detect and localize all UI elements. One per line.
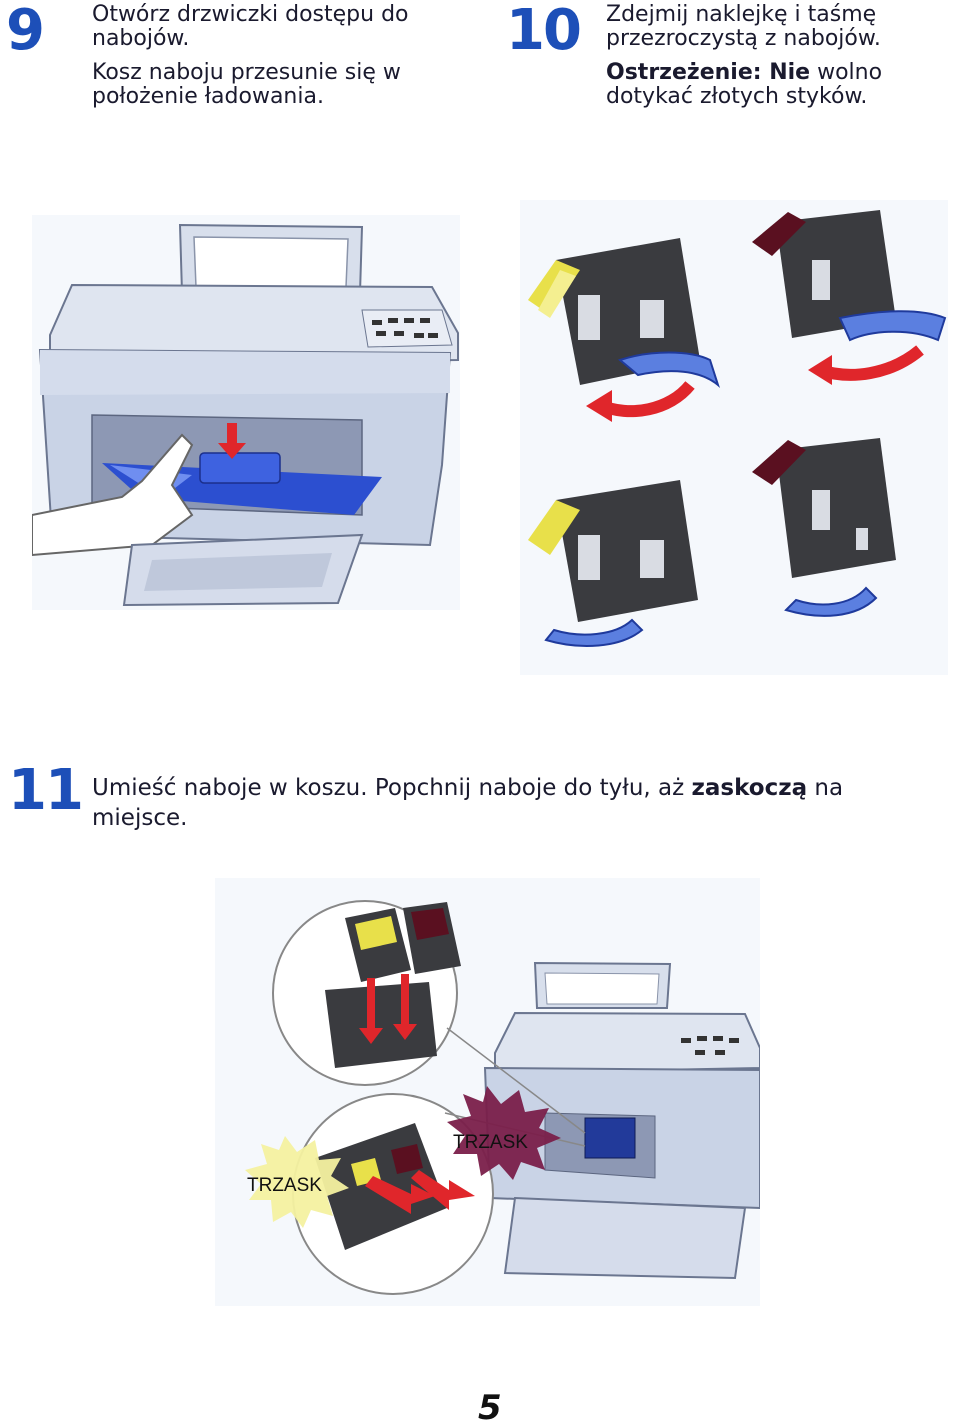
click-burst-right <box>447 1086 561 1180</box>
figure-remove-tape <box>520 200 948 675</box>
warning-label: Ostrzeżenie: Nie <box>606 60 811 85</box>
click-label-left: TRZASK <box>247 1175 322 1196</box>
step-number-10: 10 <box>506 0 582 63</box>
color-cartridge-top <box>528 238 700 385</box>
figure-insert-cartridges: TRZASK TRZASK <box>215 878 760 1306</box>
click-burst-left <box>245 1136 349 1228</box>
step-10-warning: Ostrzeżenie: Nie wolno dotykać złotych s… <box>606 61 946 109</box>
step-11-instruction: Umieść naboje w koszu. Popchnij naboje d… <box>92 773 872 833</box>
figure-open-printer <box>32 215 460 610</box>
color-cartridge-bottom <box>528 480 698 622</box>
step-9-text: Otwórz drzwiczki dostępu do nabojów. Kos… <box>92 3 472 109</box>
step-11-text-start: Umieść naboje w koszu. Popchnij naboje d… <box>92 775 692 801</box>
step-11-text-end: na miejsce. <box>92 775 844 831</box>
step-number-9: 9 <box>6 0 45 63</box>
step-10-text: Zdejmij naklejkę i taśmę przezroczystą z… <box>606 3 946 109</box>
step-10-instruction: Zdejmij naklejkę i taśmę przezroczystą z… <box>606 2 881 51</box>
step-11-text: Umieść naboje w koszu. Popchnij naboje d… <box>92 773 872 833</box>
step-11-text-bold: zaskoczą <box>691 775 808 801</box>
step-9-instruction: Otwórz drzwiczki dostępu do nabojów. <box>92 2 409 51</box>
black-cartridge-bottom <box>752 438 896 578</box>
black-cartridge-top <box>752 210 896 338</box>
warning-text: wolno dotykać złotych styków. <box>606 60 883 109</box>
step-number-11: 11 <box>8 758 84 823</box>
click-label-right: TRZASK <box>453 1132 528 1153</box>
step-9-note: Kosz naboju przesunie się w położenie ła… <box>92 60 401 109</box>
page-number: 5 <box>478 1388 502 1428</box>
